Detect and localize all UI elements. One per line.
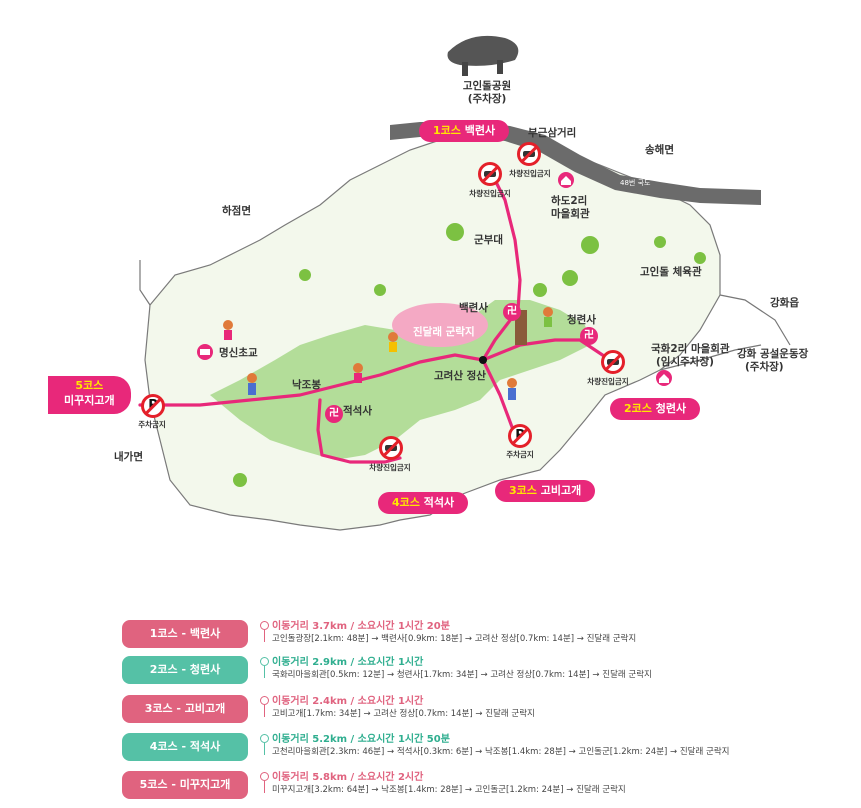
- no-parking-sign: P: [508, 424, 532, 448]
- legend-pill-1: 1코스 - 백련사: [122, 620, 248, 648]
- map-artwork: [138, 35, 791, 531]
- azalea-area: [392, 303, 488, 347]
- dolmen-stone: [447, 35, 519, 66]
- label-jeokseok: 적석사: [343, 405, 372, 417]
- legend-row-5: 5코스 - 미꾸지고개 이동거리 5.8km / 소요시간 2시간 미꾸지고개[…: [122, 771, 822, 801]
- label-bugeun: 부근삼거리: [528, 127, 577, 139]
- no-parking-label: 주차금지: [138, 420, 166, 429]
- no-parking-sign: P: [141, 394, 165, 418]
- legend-route-2: 국화리마을회관[0.5km: 12분] → 청련사[1.7km: 34분] → …: [272, 670, 652, 680]
- legend-row-1: 1코스 - 백련사 이동거리 3.7km / 소요시간 1시간 20분 고인돌광…: [122, 620, 822, 650]
- legend-summary-1: 이동거리 3.7km / 소요시간 1시간 20분: [272, 621, 450, 632]
- label-songhae: 송해면: [645, 144, 674, 156]
- legend-pill-4: 4코스 - 적석사: [122, 733, 248, 761]
- legend-pill-3: 3코스 - 고비고개: [122, 695, 248, 723]
- legend-pill-5: 5코스 - 미꾸지고개: [122, 771, 248, 799]
- legend-summary-5: 이동거리 5.8km / 소요시간 2시간: [272, 772, 424, 783]
- summit-marker: [479, 356, 487, 364]
- label-road48: 48번 국도: [620, 179, 651, 187]
- course-tag-2: 2코스 청련사: [610, 398, 701, 420]
- legend-route-5: 미꾸지고개[3.2km: 64분] → 낙조봉[1.4km: 28분] → 고인…: [272, 785, 626, 795]
- no-vehicle-sign: [478, 162, 502, 186]
- label-hado-sub: 마을회관: [551, 208, 590, 220]
- label-nakjo: 낙조봉: [292, 379, 321, 391]
- no-vehicle-sign: [517, 142, 541, 166]
- temple-pin-cheongnyeon: 卍: [580, 327, 598, 345]
- label-baengnyeon: 백련사: [459, 302, 488, 314]
- legend-summary-3: 이동거리 2.4km / 소요시간 1시간: [272, 696, 424, 707]
- legend-summary-4: 이동거리 5.2km / 소요시간 1시간 50분: [272, 734, 450, 745]
- no-vehicle-label: 차량진입금지: [509, 169, 551, 178]
- label-naega: 내가면: [114, 451, 143, 463]
- legend-route-3: 고비고개[1.7km: 34분] → 고려산 정상[0.7km: 14분] → …: [272, 709, 535, 719]
- house-icons: [197, 172, 672, 386]
- course-tag-1: 1코스 백련사: [419, 120, 510, 142]
- label-ganghwa: 강화읍: [770, 297, 799, 309]
- no-parking-label: 주차금지: [506, 450, 534, 459]
- label-summit: 고려산 정산: [434, 370, 486, 382]
- label-hajeom: 하점면: [222, 205, 251, 217]
- legend-row-2: 2코스 - 청련사 이동거리 2.9km / 소요시간 1시간 국화리마을회관[…: [122, 656, 822, 686]
- legend-summary-2: 이동거리 2.9km / 소요시간 1시간: [272, 657, 424, 668]
- temple-pin-baengnyeon: 卍: [503, 303, 521, 321]
- summit-pillar: [515, 310, 527, 345]
- legend-pill-2: 2코스 - 청련사: [122, 656, 248, 684]
- label-army: 군부대: [474, 234, 503, 246]
- course-tag-3: 3코스 고비고개: [495, 480, 596, 502]
- no-vehicle-label: 차량진입금지: [587, 377, 629, 386]
- label-stadium: 강화 공설운동장: [737, 348, 809, 360]
- label-stadium-sub: (주차장): [745, 361, 784, 373]
- hiking-map: 고인돌공원 (주차장) 부근삼거리 송해면 하점면 하도2리 마을회관 군부대 …: [0, 0, 861, 600]
- label-gukhwa: 국화2리 마을회관: [651, 343, 730, 355]
- label-azalea: 진달래 군락지: [413, 326, 475, 338]
- label-myeongsin: 명신초교: [219, 347, 258, 359]
- no-vehicle-label: 차량진입금지: [369, 463, 411, 472]
- label-hado: 하도2리: [551, 195, 588, 207]
- label-dolmen-park: 고인돌공원: [462, 80, 512, 92]
- legend-route-4: 고천리마을회관[2.3km: 46분] → 적석사[0.3km: 6분] → 낙…: [272, 747, 730, 757]
- label-dolmen-park-sub: (주차장): [467, 93, 507, 105]
- legend-row-3: 3코스 - 고비고개 이동거리 2.4km / 소요시간 1시간 고비고개[1.…: [122, 695, 822, 725]
- no-vehicle-sign: [379, 436, 403, 460]
- temple-pin-jeokseok: 卍: [325, 405, 343, 423]
- label-gukhwa-sub: (임시주차장): [656, 356, 714, 368]
- legend-route-1: 고인돌광장[2.1km: 48분] → 백련사[0.9km: 18분] → 고려…: [272, 634, 637, 644]
- trees: [233, 223, 706, 487]
- legend-row-4: 4코스 - 적석사 이동거리 5.2km / 소요시간 1시간 50분 고천리마…: [122, 733, 822, 763]
- label-dolmen-gym: 고인돌 체육관: [640, 266, 702, 278]
- route-lines: [138, 168, 612, 464]
- course-tag-4: 4코스 적석사: [378, 492, 469, 514]
- no-vehicle-label: 차량진입금지: [469, 189, 511, 198]
- no-vehicle-sign: [601, 350, 625, 374]
- label-cheongnyeon: 청련사: [567, 314, 596, 326]
- hiker-figures: [223, 307, 553, 400]
- road-48: [390, 122, 761, 205]
